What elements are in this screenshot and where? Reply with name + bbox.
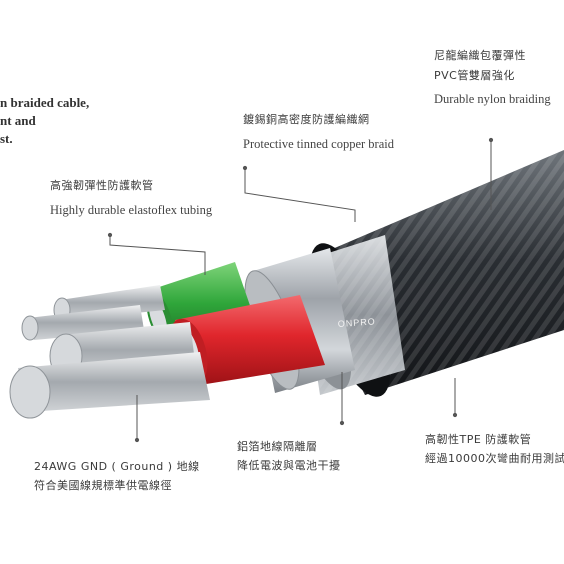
nylon-label-en: Durable nylon braiding [434, 92, 551, 106]
ground-label-zh-1: 24AWG GND ( Ground ) 地線 [34, 460, 200, 473]
ground-label-zh-2: 符合美國線規標準供電線徑 [34, 479, 172, 492]
intro-line-1: n braided cable, [0, 95, 90, 110]
tpe-label-zh-1: 高韌性TPE 防護軟管 [425, 433, 532, 446]
tubing-label-en: Highly durable elastoflex tubing [50, 203, 213, 217]
foil-label-zh-1: 鋁箔地線隔離層 [237, 440, 318, 453]
tubing-label-zh: 高強韌彈性防護軟管 [50, 179, 154, 192]
nylon-label-zh-1: 尼龍編織包覆彈性 [434, 49, 526, 62]
tpe-label-zh-2: 經過10000次彎曲耐用測試 [425, 452, 564, 465]
leader-tubing [109, 235, 206, 275]
brand-mark: ONPRO [337, 316, 376, 329]
foil-label-zh-2: 降低電波與電池干擾 [237, 459, 341, 472]
leader-lines [107, 137, 494, 443]
nylon-label-zh-2: PVC管雙層強化 [434, 69, 515, 82]
copper-label-en: Protective tinned copper braid [243, 137, 394, 151]
copper-label-zh: 鍍錫銅高密度防護編織網 [243, 113, 370, 126]
intro-line-2: nt and [0, 113, 36, 128]
bare-wire-strands [9, 285, 210, 419]
intro-text: n braided cable, nt and st. [0, 94, 89, 148]
intro-line-3: st. [0, 131, 13, 146]
leader-copper [244, 168, 356, 222]
